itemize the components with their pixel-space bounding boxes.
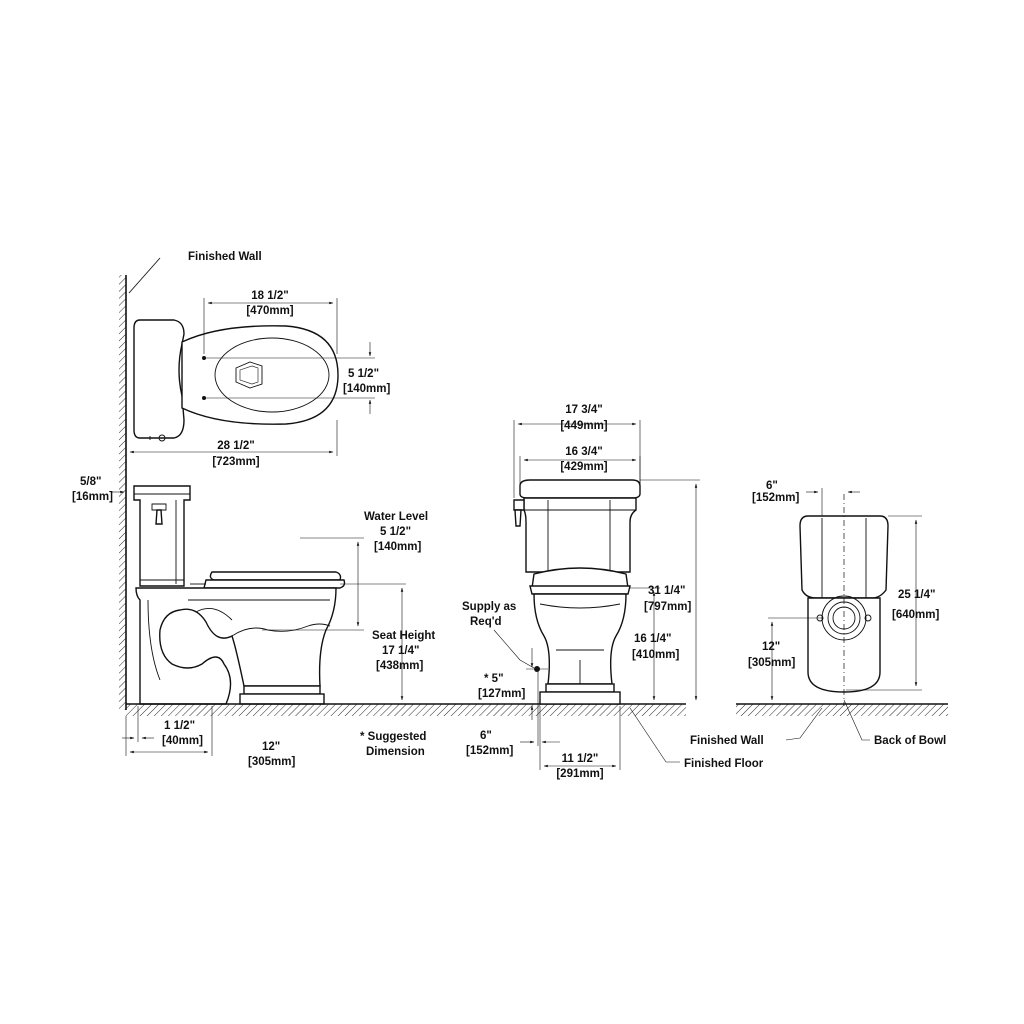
dim-5-5-in: 5 1/2" [348, 368, 379, 380]
dim-5-in: * 5" [484, 673, 504, 685]
bowl-top-view [181, 325, 339, 425]
dim-25-25-in: 25 1/4" [898, 589, 935, 601]
dim-31-25-in: 31 1/4" [648, 585, 685, 597]
dim-11-5-in: 11 1/2" [562, 753, 599, 765]
rear-view: 6" [152mm] 25 1/4" [640mm] 12" [305mm] F… [690, 480, 948, 747]
label-supply-2: Req'd [470, 616, 502, 628]
dim-water-level-in: 5 1/2" [380, 526, 411, 538]
label-supply-1: Supply as [462, 601, 516, 613]
dim-28-5-in: 28 1/2" [217, 440, 254, 452]
dim-5-5-mm: [140mm] [343, 383, 390, 395]
dim-6-front-mm: [152mm] [466, 745, 513, 757]
dim-6-rear-mm: [152mm] [752, 492, 799, 504]
bowl-side-view [135, 587, 337, 705]
dim-5-mm: [127mm] [478, 688, 525, 700]
dim-water-level-mm: [140mm] [374, 541, 421, 553]
tank-side-view [133, 485, 191, 587]
dim-18-5-in: 18 1/2" [251, 290, 288, 302]
dim-16-25-mm: [410mm] [632, 649, 679, 661]
seat-lid-side [209, 571, 342, 581]
dim-seat-height-mm: [438mm] [376, 660, 423, 672]
label-finished-wall-top: Finished Wall [188, 251, 262, 263]
label-water-level: Water Level [364, 511, 428, 523]
dim-16-75-mm: [429mm] [560, 461, 607, 473]
dim-18-5-mm: [470mm] [246, 305, 293, 317]
tank-lid-front [519, 479, 641, 499]
floor-hatch-rear [736, 704, 948, 716]
tank-top-view [133, 319, 185, 439]
dim-16-25-in: 16 1/4" [634, 633, 671, 645]
dim-12-in: 12" [262, 741, 280, 753]
dim-31-25-mm: [797mm] [644, 601, 691, 613]
label-finished-floor: Finished Floor [684, 758, 764, 770]
dim-6-front-in: 6" [480, 730, 492, 742]
seat-front [531, 567, 629, 589]
dim-25-25-mm: [640mm] [892, 609, 939, 621]
dim-12-mm: [305mm] [248, 756, 295, 768]
label-suggested-2: Dimension [366, 746, 425, 758]
label-seat-height: Seat Height [372, 630, 435, 642]
dim-11-5-mm: [291mm] [556, 768, 603, 780]
floor-hatch-main [126, 704, 686, 716]
label-suggested-1: * Suggested [360, 731, 426, 743]
front-view: 17 3/4" [449mm] 16 3/4" [429mm] 31 1/4" … [462, 404, 764, 780]
dim-12-rear-mm: [305mm] [748, 657, 795, 669]
tank-front [523, 497, 637, 573]
dim-17-75-mm: [449mm] [560, 420, 607, 432]
dim-5-8-in: 5/8" [80, 476, 101, 488]
dim-28-5-mm: [723mm] [212, 456, 259, 468]
dim-16-75-in: 16 3/4" [565, 446, 602, 458]
dim-17-75-in: 17 3/4" [565, 404, 602, 416]
label-finished-wall-bottom: Finished Wall [690, 735, 764, 747]
dim-seat-height-in: 17 1/4" [382, 645, 419, 657]
dim-12-rear-in: 12" [762, 641, 780, 653]
dim-1-5-mm: [40mm] [162, 735, 203, 747]
dim-1-5-in: 1 1/2" [164, 720, 195, 732]
dim-6-rear-in: 6" [766, 480, 778, 492]
label-back-of-bowl: Back of Bowl [874, 735, 946, 747]
wall-hatch-left [119, 275, 126, 710]
dim-5-8-mm: [16mm] [72, 491, 113, 503]
top-view: Finished Wall 18 1/2" [470mm] 5 1/2" [14… [72, 251, 390, 710]
